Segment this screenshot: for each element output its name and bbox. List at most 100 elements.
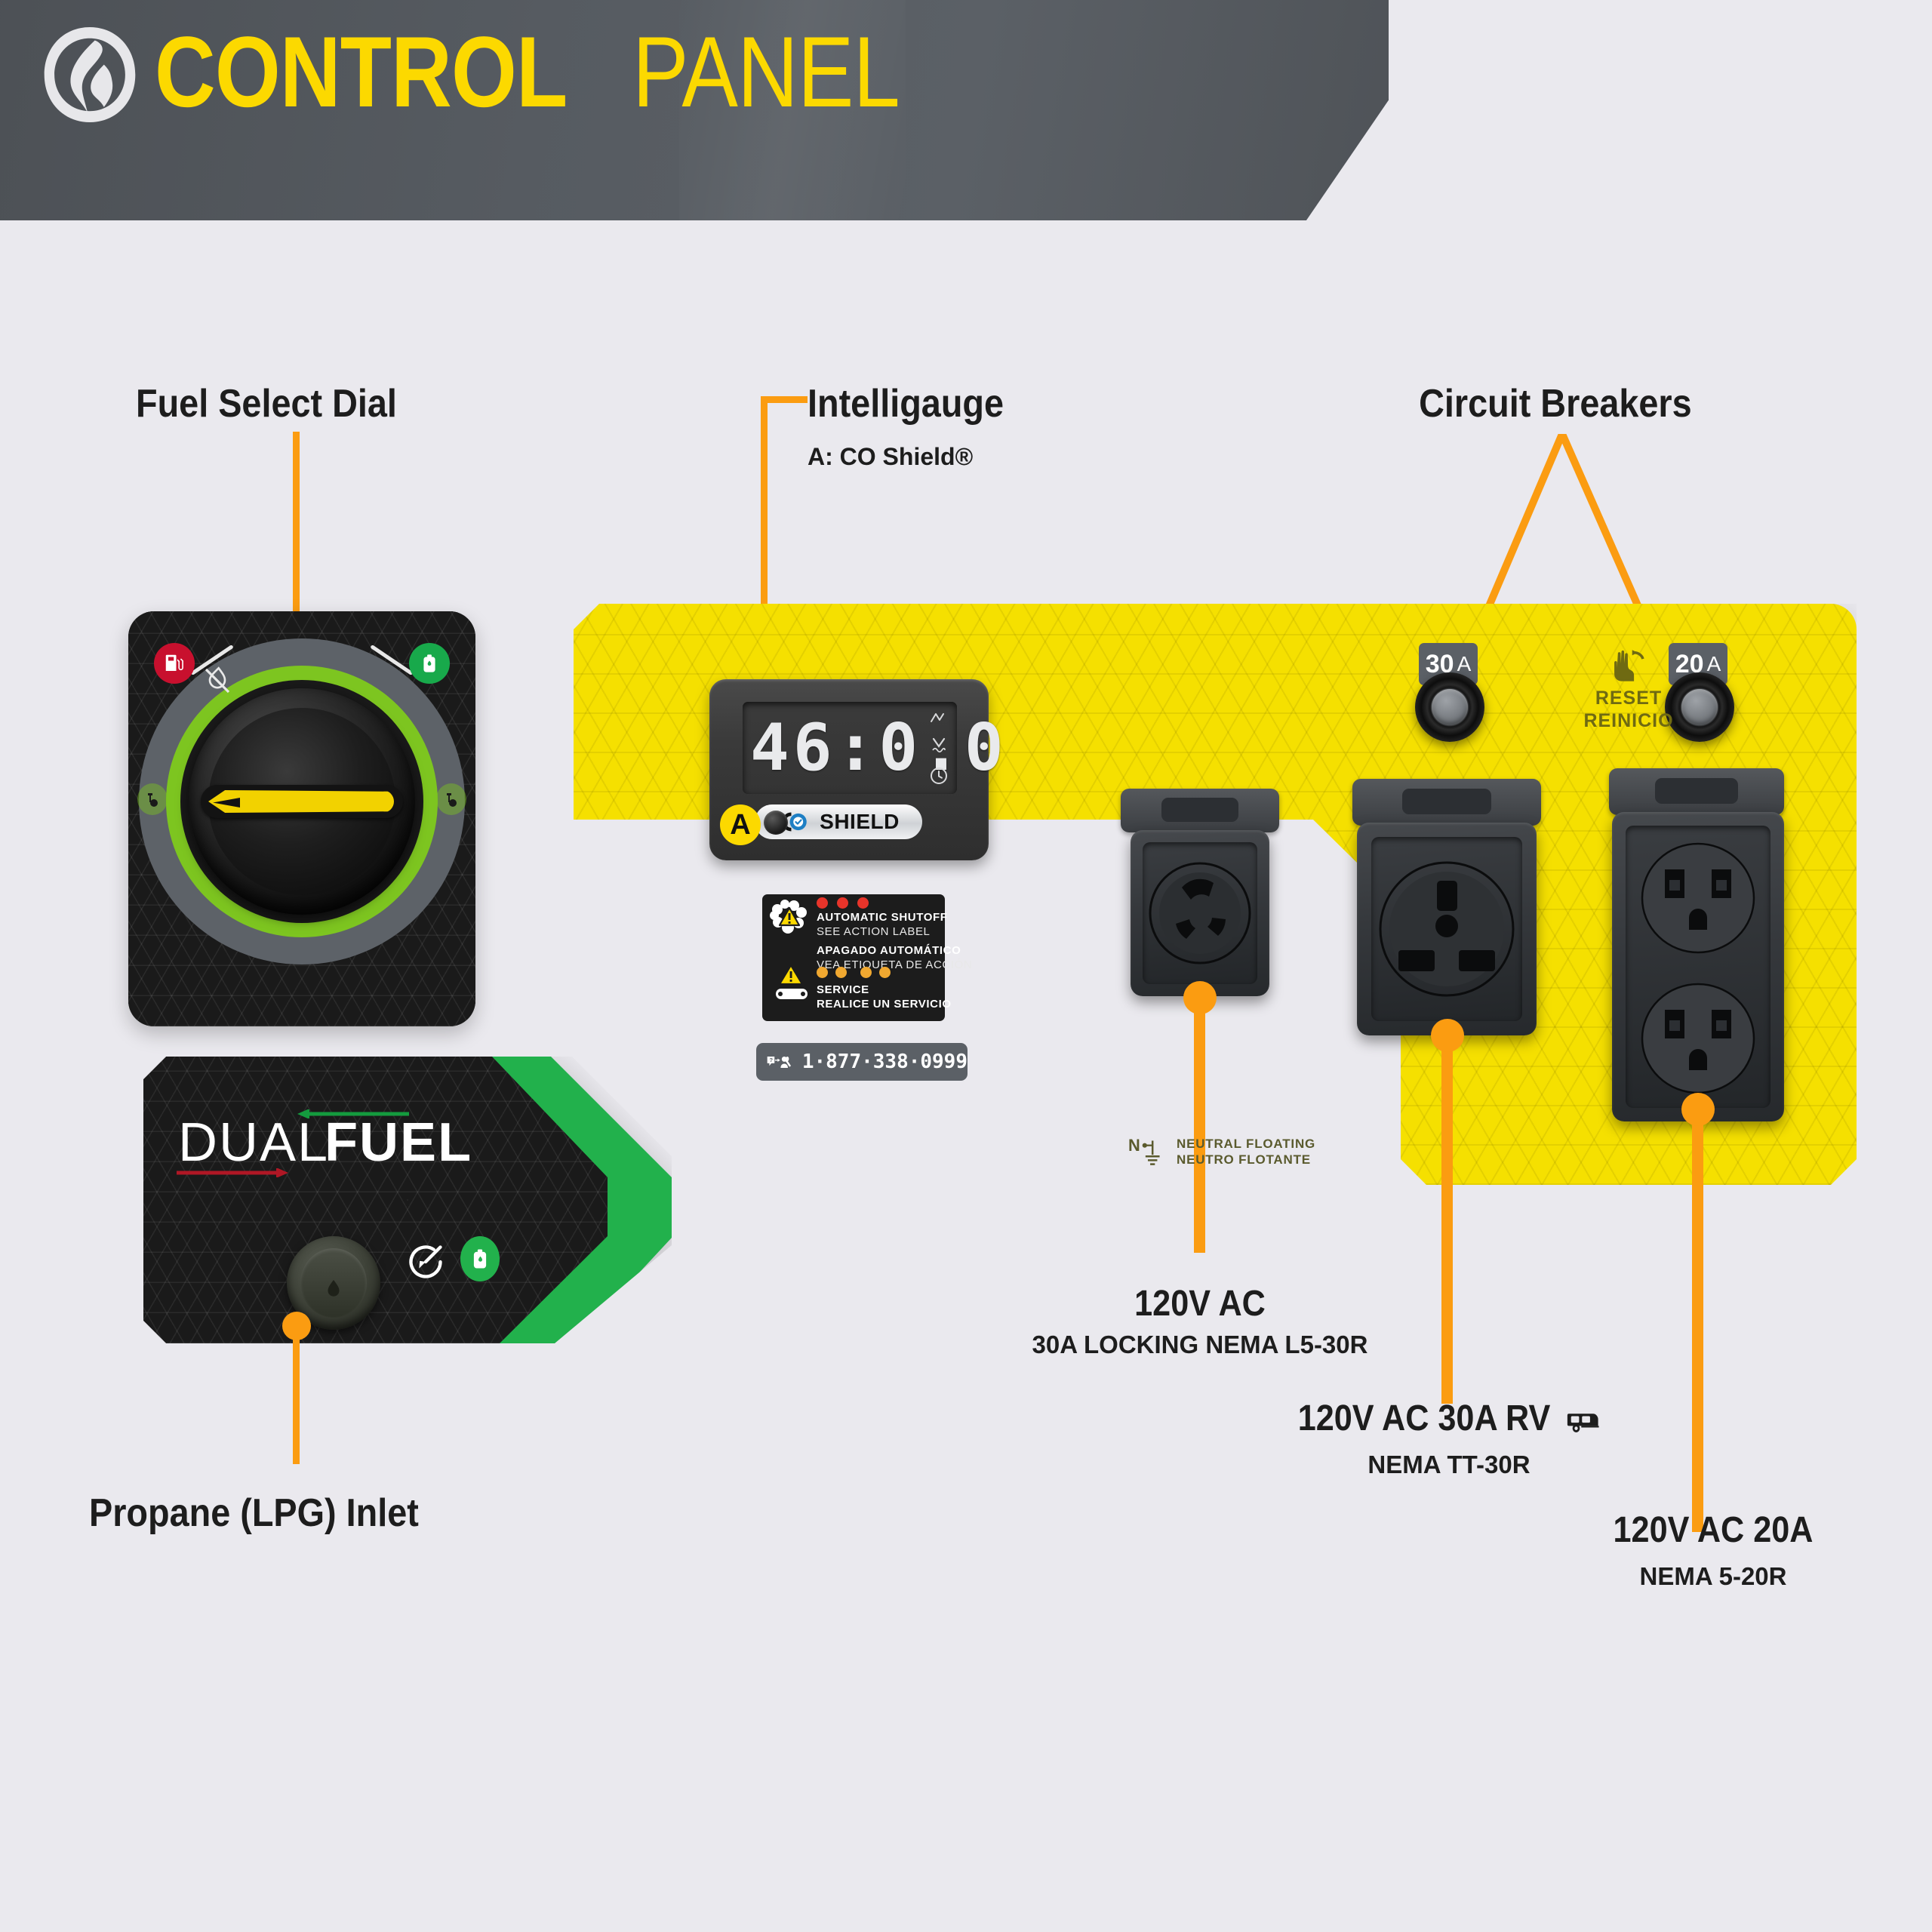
callout-outlet-520r-sub: NEMA 5-20R (1639, 1562, 1787, 1590)
leader-line-outlet-520r (1692, 1098, 1703, 1532)
lamp-amber-1 (817, 967, 828, 978)
lamp-amber-3 (860, 967, 872, 978)
breaker-20a-badge: 20 A (1669, 643, 1727, 685)
neutral-floating-label: N NEUTRAL FLOATING NEUTRO FLOTANTE (1128, 1136, 1315, 1168)
honeycomb-texture-dualfuel (143, 1057, 629, 1343)
lamp-red-1 (817, 897, 828, 909)
warning-line1-en: AUTOMATIC SHUTOFF (817, 911, 948, 924)
lamp-red-2 (837, 897, 848, 909)
outlet-520r-cover-flap[interactable] (1609, 768, 1784, 815)
callout-outlet-l530r-title: 120V AC (1134, 1284, 1266, 1324)
help-support-icon: ? (767, 1056, 792, 1068)
leader-line-outlet-l530r (1194, 989, 1205, 1253)
dual-fuel-word-2: FUEL (325, 1112, 473, 1173)
leader-line-intelligauge-v (761, 396, 768, 724)
callout-outlet-tt30r-text: 120V AC 30A RV (1297, 1398, 1551, 1438)
marker-a-badge: A (720, 804, 761, 845)
outlet-tt30r[interactable] (1357, 823, 1537, 1035)
outlet-l530r-flap-tab (1161, 798, 1238, 822)
leader-line-outlet-tt30r (1441, 1026, 1453, 1404)
support-phone-number: 1·877·338·0999 (801, 1051, 968, 1073)
dual-fuel-module[interactable]: DUALFUEL (143, 1057, 672, 1343)
callout-outlet-l530r-sub: 30A LOCKING NEMA L5-30R (1032, 1331, 1368, 1358)
status-led (764, 811, 788, 835)
neutral-ground-icon: N (1128, 1136, 1160, 1165)
warning-line2-es: VEA ETIQUETA DE ACCIÓN (817, 958, 973, 971)
gas-pump-icon (154, 643, 195, 684)
nema-l5-30r-slots (1149, 862, 1251, 964)
co-gas-warning-icon (770, 900, 807, 934)
outlet-520r-flap-tab (1655, 778, 1738, 804)
dual-fuel-logo: DUALFUEL (178, 1115, 472, 1173)
callout-circuit-breakers-title: Circuit Breakers (1419, 382, 1692, 426)
leader-dot-propane-inlet (282, 1312, 311, 1340)
leader-dot-outlet-l530r (1183, 981, 1217, 1014)
svg-text:?: ? (770, 1057, 774, 1063)
outlet-l530r-cover-flap[interactable] (1121, 789, 1279, 832)
warning-lamps-amber (817, 967, 891, 978)
warning-action-label: AUTOMATIC SHUTOFF SEE ACTION LABEL APAGA… (762, 894, 972, 1021)
knob-pointer (201, 785, 403, 818)
page-title-light: PANEL (632, 16, 900, 128)
neutral-line-es: NEUTRO FLOTANTE (1177, 1152, 1311, 1167)
circuit-breaker-30a-button[interactable] (1415, 672, 1484, 742)
ac-waveform-icon (931, 713, 944, 722)
callout-outlet-tt30r-title: 120V AC 30A RV (1238, 1398, 1660, 1439)
warning-line3-es: REALICE UN SERVICIO (817, 998, 952, 1011)
outlet-l530r[interactable] (1131, 830, 1269, 996)
outlet-520r-duplex[interactable] (1612, 812, 1784, 1121)
timer-icon (409, 1245, 442, 1278)
callout-fuel-select-dial-title: Fuel Select Dial (136, 382, 397, 426)
propane-tank-icon (409, 643, 450, 684)
intelligauge-display: 46:0.0 (743, 702, 1004, 794)
brand-flame-logo-icon (44, 27, 136, 122)
callout-propane-inlet-title: Propane (LPG) Inlet (89, 1491, 419, 1535)
warning-line1-es: APAGADO AUTOMÁTICO (817, 944, 961, 957)
outlet-tt30r-face (1371, 837, 1522, 1021)
reset-label-es: REINICIO (1583, 710, 1674, 731)
callout-intelligauge-sub: A: CO Shield® (808, 443, 974, 470)
dual-fuel-word-1: DUAL (178, 1112, 330, 1173)
intelligauge-unit-icons (928, 712, 950, 785)
callout-outlet-520r-title: 120V AC 20A (1613, 1510, 1814, 1550)
co-shield-badge-text: SHIELD (820, 810, 900, 833)
lamp-amber-4 (879, 967, 891, 978)
intelligauge-module[interactable]: 46:0.0 SHIELD A (709, 679, 1004, 860)
callout-outlet-tt30r-sub: NEMA TT-30R (1367, 1451, 1531, 1478)
lamp-red-3 (857, 897, 869, 909)
page-header: CONTROL PANEL (0, 0, 1932, 220)
arrow-left-green-icon (297, 1109, 409, 1118)
leader-line-intelligauge-h (761, 396, 808, 403)
header-background (0, 0, 1389, 220)
warning-line3-en: SERVICE (817, 983, 869, 996)
page-title: CONTROL PANEL (155, 20, 950, 125)
dual-fuel-black-plate (143, 1057, 629, 1343)
outlet-l530r-face (1143, 842, 1257, 984)
leader-line-fuel-dial (293, 432, 300, 711)
support-phone-badge: ? 1·877·338·0999 (756, 1043, 968, 1081)
propane-tank-icon-dualfuel (460, 1236, 500, 1281)
voltage-icon (932, 737, 946, 752)
breaker-reset-instructions: RESET REINICIO (1576, 649, 1681, 732)
warning-line2-en: SEE ACTION LABEL (817, 925, 931, 938)
propane-lpg-inlet-port[interactable] (287, 1236, 380, 1330)
fuel-select-dial-module[interactable] (128, 611, 475, 1026)
lamp-amber-2 (835, 967, 847, 978)
reset-label-en: RESET (1595, 688, 1663, 709)
propane-flame-icon (328, 1280, 340, 1297)
intelligauge-digits: 46:0.0 (750, 710, 1008, 786)
no-flame-icon (205, 666, 230, 694)
circuit-breaker-20a-button[interactable] (1665, 672, 1734, 742)
fuel-valve-icon-right (436, 783, 466, 815)
leader-line-propane-inlet (293, 1317, 300, 1464)
outlet-tt30r-flap-tab (1402, 789, 1491, 814)
arrow-right-red-icon (177, 1168, 288, 1177)
leader-dot-outlet-tt30r (1431, 1019, 1464, 1052)
outlet-tt30r-cover-flap[interactable] (1352, 779, 1541, 826)
hour-meter-icon (931, 768, 947, 784)
breaker-30a-rating-unit: A (1457, 652, 1472, 675)
press-reset-icon (1614, 650, 1644, 681)
breaker-20a-rating-unit: A (1706, 652, 1721, 675)
fuel-select-knob[interactable] (189, 688, 415, 915)
rv-trailer-icon (1567, 1414, 1599, 1432)
